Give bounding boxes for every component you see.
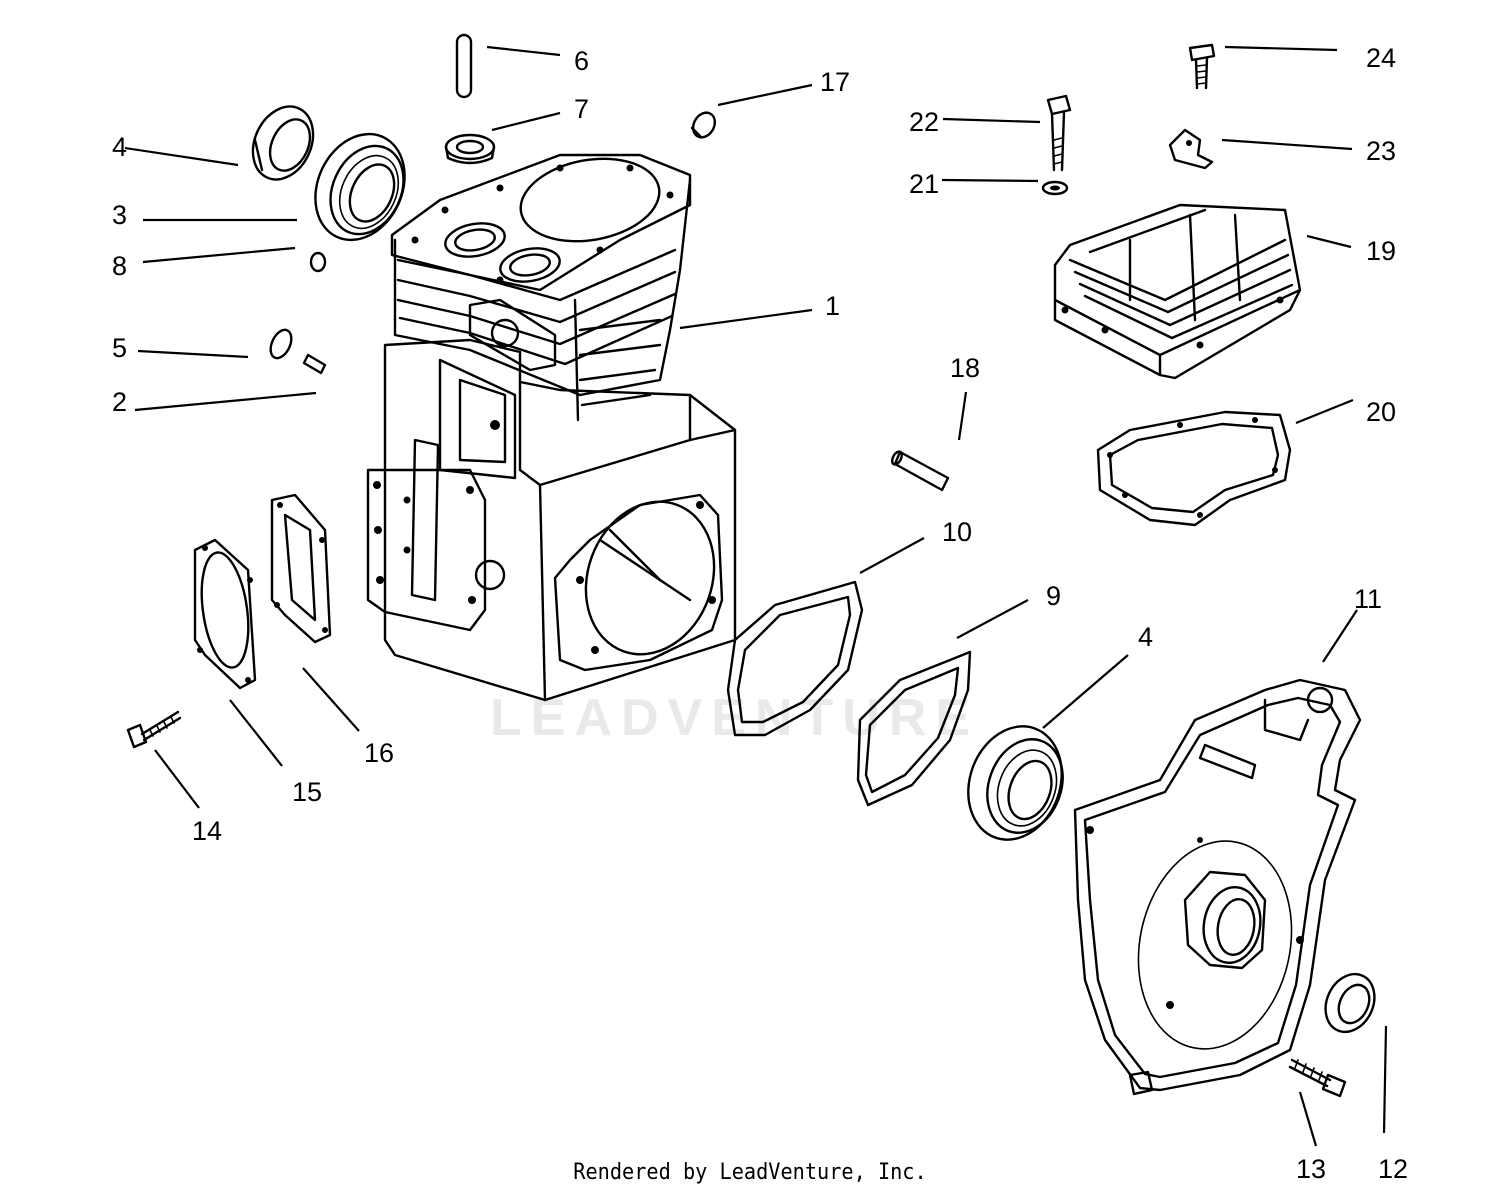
part-closure-plate-11 <box>1073 678 1362 1096</box>
callout-4-upper: 4 <box>112 132 127 162</box>
part-breather-cover-15 <box>193 538 257 690</box>
callout-1: 1 <box>825 291 840 321</box>
callout-22: 22 <box>909 107 939 137</box>
part-head-gasket-20 <box>1096 410 1292 527</box>
part-screw-24 <box>1188 43 1216 90</box>
callout-21: 21 <box>909 169 939 199</box>
callout-20: 20 <box>1366 397 1396 427</box>
callout-13: 13 <box>1296 1154 1326 1184</box>
callout-6: 6 <box>574 46 589 76</box>
part-sleeve-17 <box>690 111 717 139</box>
callout-4-lower: 4 <box>1138 622 1153 652</box>
part-head-bolt-22 <box>1046 94 1072 172</box>
callout-14: 14 <box>192 816 222 846</box>
callout-9: 9 <box>1046 581 1061 611</box>
part-crankcase-block <box>366 153 737 702</box>
callout-10: 10 <box>942 517 972 547</box>
part-pin-18 <box>890 450 950 492</box>
callout-23: 23 <box>1366 136 1396 166</box>
part-oil-seal-upper <box>251 105 315 181</box>
callout-7: 7 <box>574 94 589 124</box>
part-washer-5 <box>269 328 293 360</box>
part-pin-2 <box>302 353 327 375</box>
callout-11: 11 <box>1354 584 1382 614</box>
leader-lines <box>124 45 1388 1147</box>
callout-19: 19 <box>1366 236 1396 266</box>
watermark-text: LEADVENTURE <box>490 689 979 747</box>
part-dowel-pin-6 <box>455 33 473 99</box>
part-screw-14 <box>126 710 182 749</box>
callout-16: 16 <box>364 738 394 768</box>
part-gasket-10 <box>726 580 864 737</box>
callout-3: 3 <box>112 200 127 230</box>
part-ball-bearing-upper <box>314 132 406 242</box>
part-breather-gasket-16 <box>270 493 332 644</box>
part-oil-seal-12 <box>1324 972 1376 1034</box>
part-bracket-23 <box>1168 128 1214 170</box>
callout-15: 15 <box>292 777 322 807</box>
part-cylinder-head-19 <box>1053 203 1302 380</box>
part-washer-21 <box>1041 180 1069 196</box>
part-seal-7 <box>444 133 496 165</box>
part-screw-13 <box>1288 1058 1347 1098</box>
part-ball-bearing-lower <box>967 725 1064 841</box>
callout-24: 24 <box>1366 43 1396 73</box>
callout-labels: 1 2 3 4 4 5 6 7 8 9 10 11 12 13 14 15 16… <box>112 43 1408 1184</box>
callout-18: 18 <box>950 353 980 383</box>
callout-5: 5 <box>112 333 127 363</box>
render-credit: Rendered by LeadVenture, Inc. <box>573 1160 927 1185</box>
callout-2: 2 <box>112 387 127 417</box>
callout-17: 17 <box>820 67 850 97</box>
part-plug-8 <box>309 251 327 273</box>
part-gasket-9 <box>856 650 972 807</box>
callout-12: 12 <box>1378 1154 1408 1184</box>
callout-8: 8 <box>112 251 127 281</box>
